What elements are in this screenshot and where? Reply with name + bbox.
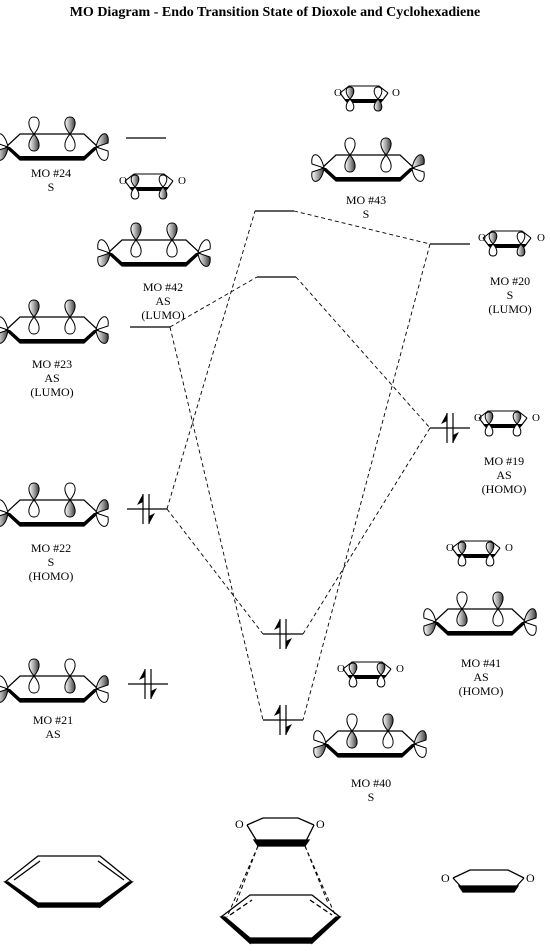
atom-o-ts-right: O bbox=[316, 817, 325, 831]
atom-o-mo43-left: O bbox=[334, 87, 342, 99]
orbital-mo22 bbox=[0, 482, 109, 527]
corr-mo19-mo41 bbox=[302, 427, 431, 635]
label-mo20: MO #20 S (LUMO) bbox=[470, 274, 550, 316]
mo-number: MO #40 bbox=[350, 776, 392, 790]
corr-mo42-mo19 bbox=[295, 276, 431, 429]
diagram-title: MO Diagram - Endo Transition State of Di… bbox=[69, 5, 481, 20]
energy-levels bbox=[126, 137, 470, 721]
orbital-mo23 bbox=[0, 299, 109, 344]
atom-o-ts-left: O bbox=[235, 817, 244, 831]
mo-number: MO #41 bbox=[460, 656, 502, 670]
mo-tag: (LUMO) bbox=[488, 302, 532, 316]
label-mo41: MO #41 AS (HOMO) bbox=[441, 656, 521, 698]
atom-o-mo41-right: O bbox=[505, 542, 513, 554]
structure-cyclohexadiene bbox=[3, 855, 134, 909]
mo-tag: (LUMO) bbox=[141, 308, 185, 322]
orbital-mo40-ring bbox=[313, 713, 427, 758]
structure-dioxole bbox=[452, 869, 525, 893]
label-mo23: MO #23 AS (LUMO) bbox=[12, 357, 92, 399]
electron-pairs bbox=[137, 413, 459, 735]
corr-mo22-mo43 bbox=[166, 210, 256, 510]
label-mo21: MO #21 AS bbox=[13, 713, 93, 741]
mo-symmetry: AS bbox=[155, 294, 171, 308]
mo-symmetry: S bbox=[47, 180, 55, 194]
mo-symmetry: S bbox=[506, 288, 514, 302]
orbital-mo40-dioxole bbox=[342, 661, 392, 688]
atom-o-mo40-left: O bbox=[337, 663, 345, 675]
mo-symmetry: AS bbox=[496, 468, 512, 482]
corr-mo23-mo40 bbox=[169, 326, 264, 721]
atom-o-dioxole-right: O bbox=[526, 871, 535, 885]
mo-tag: (HOMO) bbox=[458, 684, 504, 698]
atom-o-mo40-right: O bbox=[396, 663, 404, 675]
atom-o-mo42-right: O bbox=[178, 175, 186, 187]
orbital-mo43-dioxole bbox=[339, 85, 389, 112]
atom-o-mo20-right: O bbox=[537, 232, 545, 244]
orbital-mo20 bbox=[482, 230, 532, 257]
label-mo24: MO #24 S bbox=[11, 166, 91, 194]
orbital-mo21 bbox=[0, 658, 109, 703]
orbital-drawings bbox=[0, 85, 537, 758]
mo-number: MO #42 bbox=[142, 280, 184, 294]
mo-number: MO #20 bbox=[489, 274, 531, 288]
mo-tag: (HOMO) bbox=[481, 482, 527, 496]
mo-tag: (LUMO) bbox=[30, 385, 74, 399]
orbital-mo42-ring bbox=[97, 222, 211, 267]
orbital-mo24 bbox=[0, 116, 109, 161]
mo-tag: (HOMO) bbox=[28, 569, 74, 583]
corr-mo23-mo42 bbox=[169, 276, 258, 328]
atom-o-mo19-right: O bbox=[532, 412, 540, 424]
mo-symmetry: S bbox=[47, 555, 55, 569]
mo-number: MO #23 bbox=[31, 357, 73, 371]
label-mo19: MO #19 AS (HOMO) bbox=[464, 454, 544, 496]
mo-symmetry: AS bbox=[45, 727, 61, 741]
orbital-mo41-ring bbox=[423, 591, 537, 636]
mo-symmetry: S bbox=[362, 207, 370, 221]
label-mo42: MO #42 AS (LUMO) bbox=[123, 280, 203, 322]
corr-mo20-mo40 bbox=[302, 243, 431, 721]
mo-number: MO #22 bbox=[30, 541, 72, 555]
electrons-mo40 bbox=[274, 705, 292, 735]
mo-number: MO #19 bbox=[483, 454, 525, 468]
atom-o-mo41-left: O bbox=[446, 542, 454, 554]
electrons-mo21 bbox=[139, 669, 157, 699]
orbital-mo19 bbox=[478, 410, 528, 437]
mo-symmetry: AS bbox=[473, 670, 489, 684]
label-mo22: MO #22 S (HOMO) bbox=[11, 541, 91, 583]
atom-o-mo42-left: O bbox=[119, 175, 127, 187]
orbital-mo42-dioxole bbox=[124, 173, 174, 200]
mo-symmetry: AS bbox=[44, 371, 60, 385]
mo-number: MO #43 bbox=[345, 193, 387, 207]
mo-number: MO #24 bbox=[30, 166, 72, 180]
electrons-mo19 bbox=[441, 413, 459, 443]
corr-mo43-mo20 bbox=[293, 210, 431, 245]
atom-o-dioxole-left: O bbox=[441, 871, 450, 885]
mo-number: MO #21 bbox=[32, 713, 74, 727]
electrons-mo22 bbox=[137, 494, 155, 524]
label-mo43: MO #43 S bbox=[326, 193, 406, 221]
corr-mo22-mo41 bbox=[166, 508, 264, 635]
structure-transition-state bbox=[219, 817, 342, 945]
atom-o-mo43-right: O bbox=[392, 87, 400, 99]
atom-o-mo20-left: O bbox=[478, 232, 486, 244]
electrons-mo41 bbox=[274, 619, 292, 649]
atom-o-mo19-left: O bbox=[474, 412, 482, 424]
label-mo40: MO #40 S bbox=[331, 776, 411, 804]
orbital-mo41-dioxole bbox=[451, 540, 501, 567]
mo-symmetry: S bbox=[367, 790, 375, 804]
correlation-lines bbox=[166, 210, 431, 721]
orbital-mo43-ring bbox=[311, 137, 425, 182]
